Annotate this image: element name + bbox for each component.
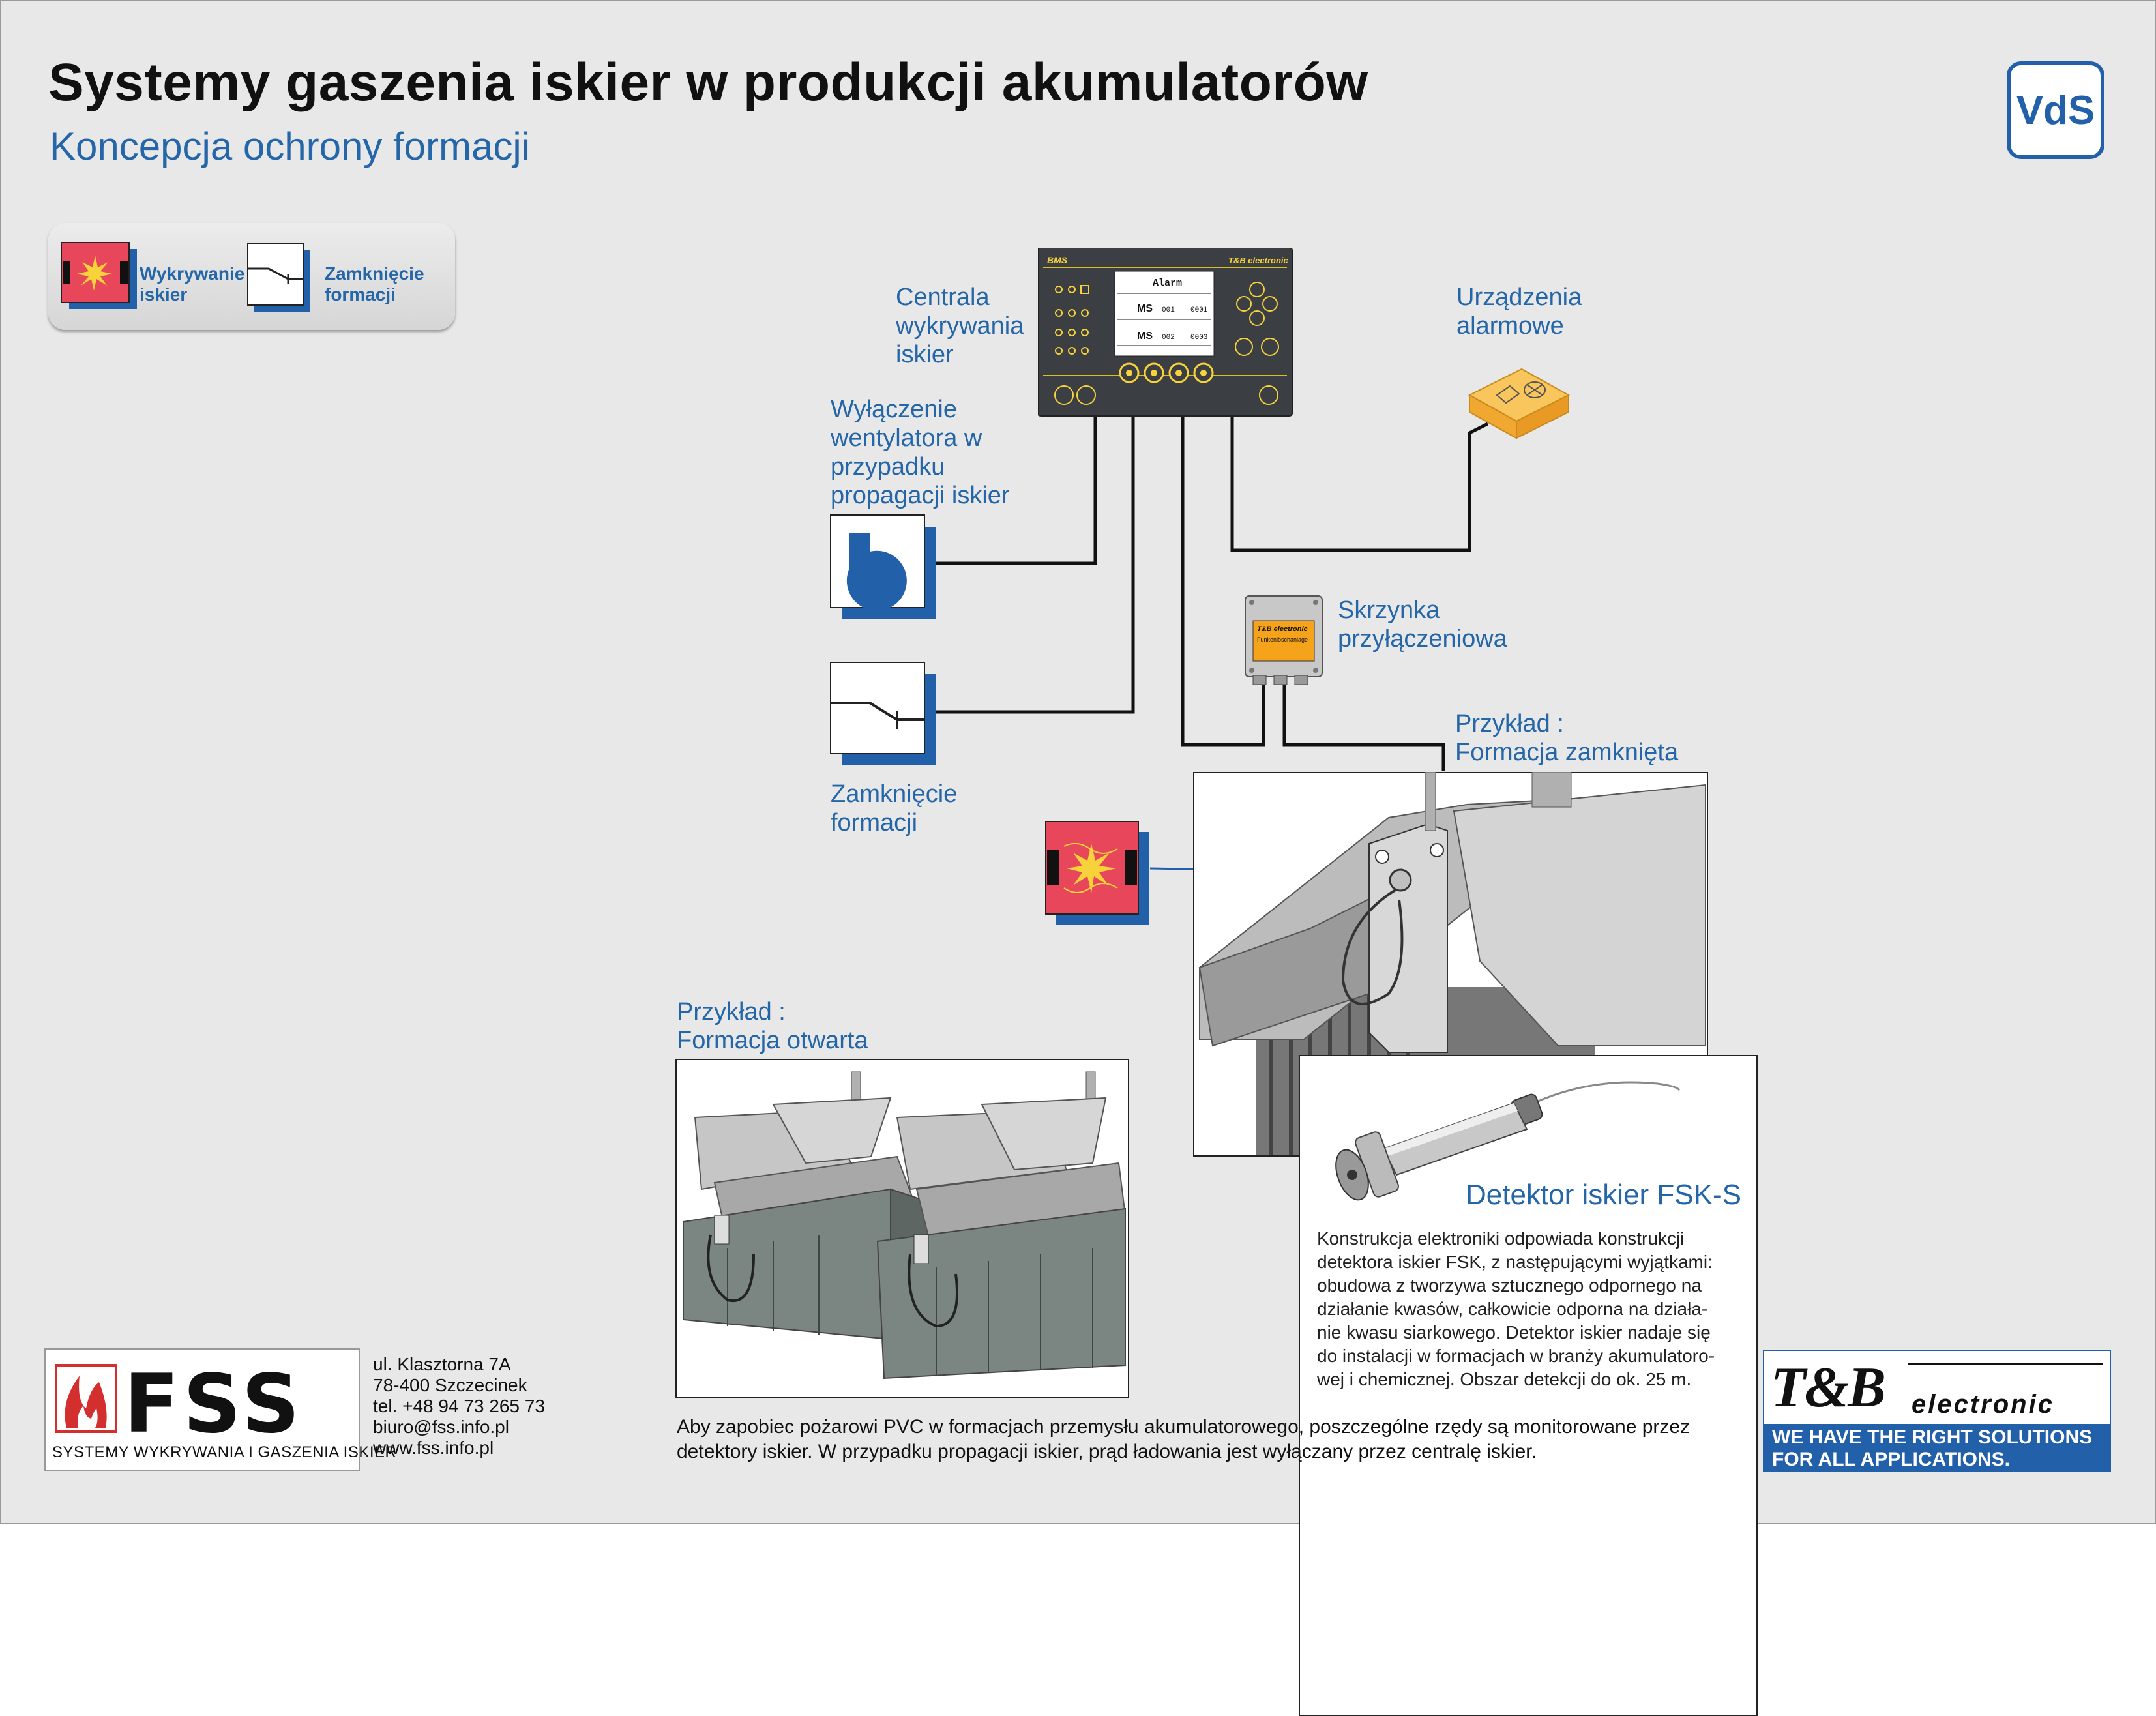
label-line: Przykład :: [1455, 710, 1564, 737]
label-closed-example: Przykład : Formacja zamknięta: [1455, 709, 1678, 767]
label-line: alarmowe: [1456, 312, 1564, 340]
panel-value: 0003: [1190, 334, 1207, 342]
label-line: iskier: [896, 341, 954, 368]
panel-brand: BMS: [1047, 255, 1068, 265]
panel-sensor-code: MS: [1137, 303, 1153, 314]
label-junction: Skrzynka przyłączeniowa: [1338, 596, 1507, 653]
panel-value: 001: [1162, 306, 1175, 314]
slogan-line: WE HAVE THE RIGHT SOLUTIONS: [1772, 1427, 2093, 1448]
detector-title: Detektor iskier FSK-S: [1466, 1179, 1741, 1211]
fsk-s-detector-image: [1335, 1081, 1681, 1201]
alarm-wire: [1230, 413, 1489, 552]
detector-description: Konstrukcja elektroniki odpowiada konstr…: [1317, 1227, 1741, 1391]
detector-text-line: wej i chemicznej. Obszar detekcji do ok.…: [1317, 1369, 1692, 1389]
fss-logo-text: FSS: [124, 1357, 304, 1451]
junction-box-icon: T&B electronic Funkenlöschanlage: [1245, 595, 1323, 685]
label-open-example: Przykład : Formacja otwarta: [677, 998, 868, 1055]
closing-icon: [247, 243, 310, 312]
label-line: wentylatora w: [831, 424, 982, 452]
panel-screen-title: Alarm: [1153, 278, 1182, 289]
legend-closing-line: Zamknięcie: [325, 263, 424, 284]
label-line: przyłączeniowa: [1338, 625, 1507, 653]
panel-value: 002: [1162, 334, 1175, 342]
panel-sensor-code: MS: [1137, 331, 1153, 342]
tb-slogan: WE HAVE THE RIGHT SOLUTIONS FOR ALL APPL…: [1764, 1424, 2110, 1471]
fan-wire: [926, 413, 1097, 565]
label-fan: Wyłączenie wentylatora w przypadku propa…: [831, 395, 1010, 510]
junction-brand: T&B electronic: [1257, 625, 1308, 633]
address-line: biuro@fss.info.pl: [373, 1417, 509, 1437]
page-title: Systemy gaszenia iskier w produkcji akum…: [48, 53, 1368, 112]
detector-text-line: do instalacji w formacjach w branży akum…: [1317, 1346, 1715, 1366]
panel-maker: T&B electronic: [1228, 256, 1289, 265]
legend-closing-label: Zamknięcie formacji: [325, 263, 424, 305]
legend: Wykrywanie iskier Zamknięcie formacji: [48, 223, 455, 330]
detector-text-line: działanie kwasów, całkowicie odporna na …: [1317, 1299, 1708, 1319]
label-line: Zamknięcie: [831, 780, 958, 808]
legend-detection-line: Wykrywanie: [140, 263, 245, 284]
detector-text-line: obudowa z tworzywa sztucznego odpornego …: [1317, 1275, 1702, 1295]
label-line: wykrywania: [896, 312, 1024, 340]
address-line: ul. Klasztorna 7A: [373, 1354, 511, 1374]
label-line: propagacji iskier: [831, 482, 1010, 509]
label-line: Przykład :: [677, 998, 786, 1026]
spark-detector-icon: [1045, 821, 1149, 925]
label-line: Skrzynka: [1338, 597, 1440, 624]
label-central: Centrala wykrywania iskier: [896, 283, 1024, 369]
bottom-note: Aby zapobiec pożarowi PVC w formacjach p…: [677, 1416, 1691, 1462]
label-closing: Zamknięcie formacji: [831, 780, 957, 837]
label-line: Wyłączenie: [831, 396, 957, 423]
fan-icon: [830, 514, 936, 619]
label-line: przypadku: [831, 453, 945, 481]
tb-electronic-logo: T&B electronic WE HAVE THE RIGHT SOLUTIO…: [1763, 1350, 2111, 1472]
address-line: www.fss.info.pl: [373, 1438, 494, 1458]
detector-text-line: Konstrukcja elektroniki odpowiada konstr…: [1317, 1228, 1685, 1249]
company-address: ul. Klasztorna 7A 78-400 Szczecinek tel.…: [373, 1354, 545, 1458]
label-line: Centrala: [896, 284, 990, 311]
panel-screen: [1114, 271, 1215, 357]
label-line: Formacja zamknięta: [1455, 739, 1679, 766]
alarm-device-icon: [1468, 368, 1571, 439]
tb-name-text: electronic: [1912, 1390, 2054, 1419]
closing-flap-icon: [830, 662, 936, 765]
open-formation-image: [675, 1059, 1129, 1398]
page-subtitle: Koncepcja ochrony formacji: [50, 125, 531, 168]
panel-value: 0001: [1190, 306, 1208, 314]
flame-logo-icon: [55, 1364, 117, 1433]
label-line: formacji: [831, 809, 918, 836]
label-alarm: Urządzenia alarmowe: [1456, 283, 1582, 340]
legend-closing-line: formacji: [325, 284, 396, 304]
tb-rule: [1908, 1363, 2103, 1365]
legend-detection-line: iskier: [140, 284, 188, 304]
legend-detection-label: Wykrywanie iskier: [140, 263, 244, 305]
fss-logo: FSS SYSTEMY WYKRYWANIA I GASZENIA ISKIER: [44, 1348, 396, 1471]
detector-text-line: nie kwasu siarkowego. Detektor iskier na…: [1317, 1322, 1711, 1342]
address-line: tel. +48 94 73 265 73: [373, 1396, 545, 1416]
label-line: Urządzenia: [1456, 284, 1582, 311]
fss-tagline: SYSTEMY WYKRYWANIA I GASZENIA ISKIER: [52, 1443, 397, 1461]
label-line: Formacja otwarta: [677, 1027, 868, 1054]
junction-label: Funkenlöschanlage: [1257, 636, 1308, 643]
closing-wire: [926, 413, 1135, 714]
junction-wire-right: [1282, 685, 1445, 771]
control-panel: BMS T&B electronic Alarm MS MS 001 0001 …: [1038, 248, 1293, 417]
detector-text-line: detektora iskier FSK, z następującymi wy…: [1317, 1252, 1713, 1272]
slogan-line: FOR ALL APPLICATIONS.: [1772, 1449, 2010, 1470]
junction-wire-left: [1181, 413, 1265, 747]
vds-logo: VdS: [2007, 61, 2104, 159]
tb-logo-text: T&B: [1771, 1356, 1886, 1419]
address-line: 78-400 Szczecinek: [373, 1375, 527, 1395]
spark-detection-icon: [61, 242, 137, 309]
